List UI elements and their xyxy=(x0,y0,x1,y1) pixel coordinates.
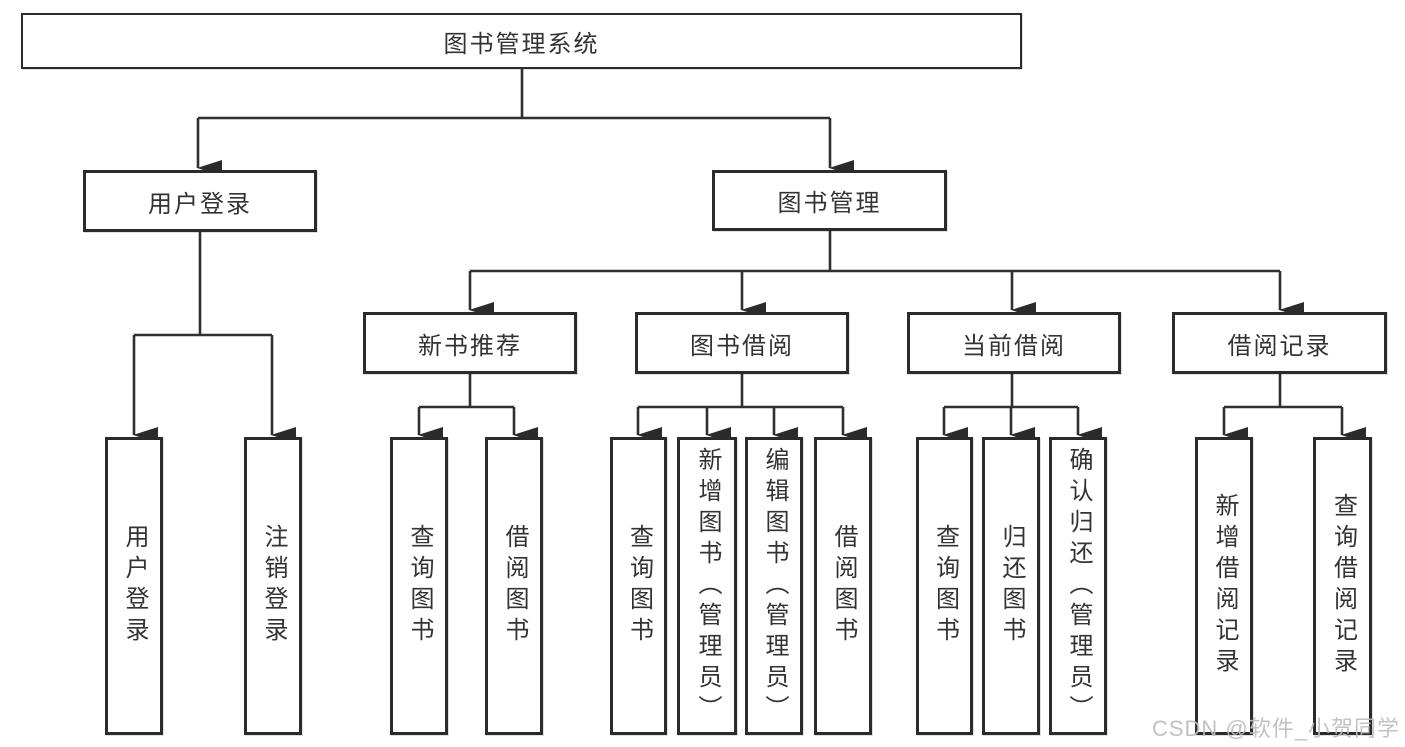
node-book-management-branch: 图书管理 xyxy=(712,170,947,231)
node-borrowing-records: 借阅记录 xyxy=(1172,312,1387,374)
node-label: 图书借阅 xyxy=(690,332,794,360)
node-label: 新增图书（管理员） xyxy=(694,446,721,726)
leaf-borrow-books-recommend: 借阅图书 xyxy=(485,437,543,735)
leaf-add-books-admin: 新增图书（管理员） xyxy=(677,437,737,735)
leaf-borrow-books: 借阅图书 xyxy=(814,437,872,735)
leaf-query-books-recommend: 查询图书 xyxy=(390,437,448,735)
node-label: 编辑图书（管理员） xyxy=(761,446,788,726)
node-label: 确认归还（管理员） xyxy=(1065,446,1092,726)
csdn-watermark: CSDN @软件_小贺同学 xyxy=(1151,716,1400,741)
node-label: 注销登录 xyxy=(260,524,287,648)
leaf-return-books: 归还图书 xyxy=(982,437,1040,735)
leaf-add-borrow-record: 新增借阅记录 xyxy=(1195,437,1253,735)
node-current-borrowing: 当前借阅 xyxy=(907,312,1121,374)
node-label: 归还图书 xyxy=(998,524,1025,648)
node-label: 查询图书 xyxy=(625,524,653,648)
leaf-query-borrow-record: 查询借阅记录 xyxy=(1313,437,1372,735)
node-label: 查询借阅记录 xyxy=(1329,493,1357,679)
node-label: 新增借阅记录 xyxy=(1211,493,1238,679)
node-label: 查询图书 xyxy=(406,524,433,648)
leaf-query-books-borrow: 查询图书 xyxy=(610,437,667,735)
leaf-query-books-current: 查询图书 xyxy=(916,437,973,735)
node-label: 查询图书 xyxy=(931,524,959,648)
leaf-confirm-return-admin: 确认归还（管理员） xyxy=(1049,437,1107,735)
node-label: 用户登录 xyxy=(121,524,148,648)
node-new-book-recommendation: 新书推荐 xyxy=(363,312,577,374)
node-label: 新书推荐 xyxy=(418,332,522,360)
node-label: 借阅图书 xyxy=(830,524,857,648)
leaf-edit-books-admin: 编辑图书（管理员） xyxy=(745,437,803,735)
node-label: 借阅图书 xyxy=(501,524,528,648)
node-label: 图书管理系统 xyxy=(443,30,600,58)
leaf-logout: 注销登录 xyxy=(244,437,302,735)
node-library-management-system: 图书管理系统 xyxy=(21,13,1022,69)
leaf-user-login: 用户登录 xyxy=(105,437,163,735)
node-label: 用户登录 xyxy=(148,190,252,218)
node-label: 当前借阅 xyxy=(962,332,1066,360)
node-label: 借阅记录 xyxy=(1227,332,1332,360)
node-label: 图书管理 xyxy=(777,190,882,217)
node-book-borrowing: 图书借阅 xyxy=(635,312,849,374)
node-user-login-branch: 用户登录 xyxy=(83,170,317,232)
